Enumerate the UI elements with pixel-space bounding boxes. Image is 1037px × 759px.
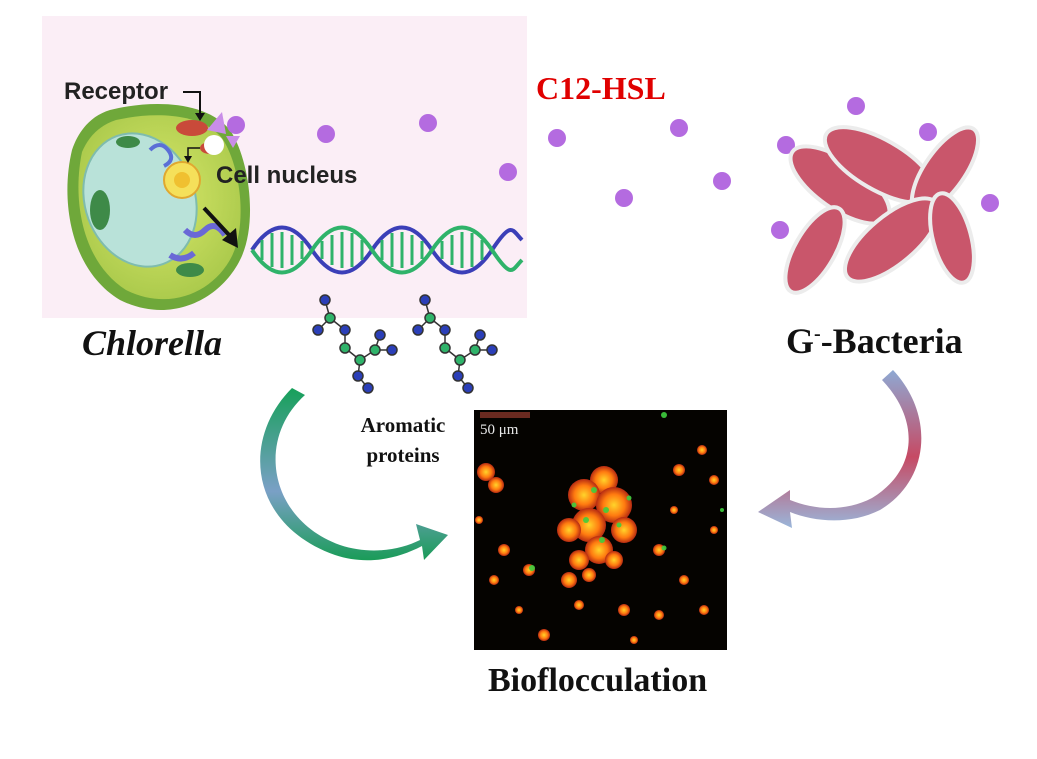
bioflocculation-label: Bioflocculation [488, 662, 708, 699]
bioflocculation-micrograph [475, 412, 724, 644]
bacteria-label: G--Bacteria [786, 320, 963, 362]
bacteria-label-suffix: -Bacteria [820, 321, 963, 361]
signal-label: C12-HSL [536, 70, 666, 106]
bacteria-label-prefix: G [786, 321, 815, 361]
molecule-icon [312, 294, 498, 394]
nucleus-label: Cell nucleus [216, 162, 358, 189]
dna-helix-icon [250, 225, 524, 275]
cycle-arrow-icon [758, 370, 922, 528]
scale-label: 50 μm [480, 422, 519, 438]
signal-molecules [227, 97, 999, 241]
bacteria-label-superscript: - [814, 323, 821, 345]
cycle-arrow-icon [260, 388, 448, 561]
aromatic-line2: proteins [366, 443, 440, 467]
bacteria-icon [783, 125, 981, 295]
scale-bar [480, 412, 530, 418]
aromatic-line1: Aromatic [360, 413, 446, 437]
aromatic-proteins-label: Aromatic proteins [338, 410, 468, 470]
microscopy-image: 50 μm [474, 410, 727, 650]
receptor-label: Receptor [64, 78, 169, 105]
chlorella-cell-icon [67, 91, 251, 311]
chlorella-label: Chlorella [82, 323, 223, 363]
